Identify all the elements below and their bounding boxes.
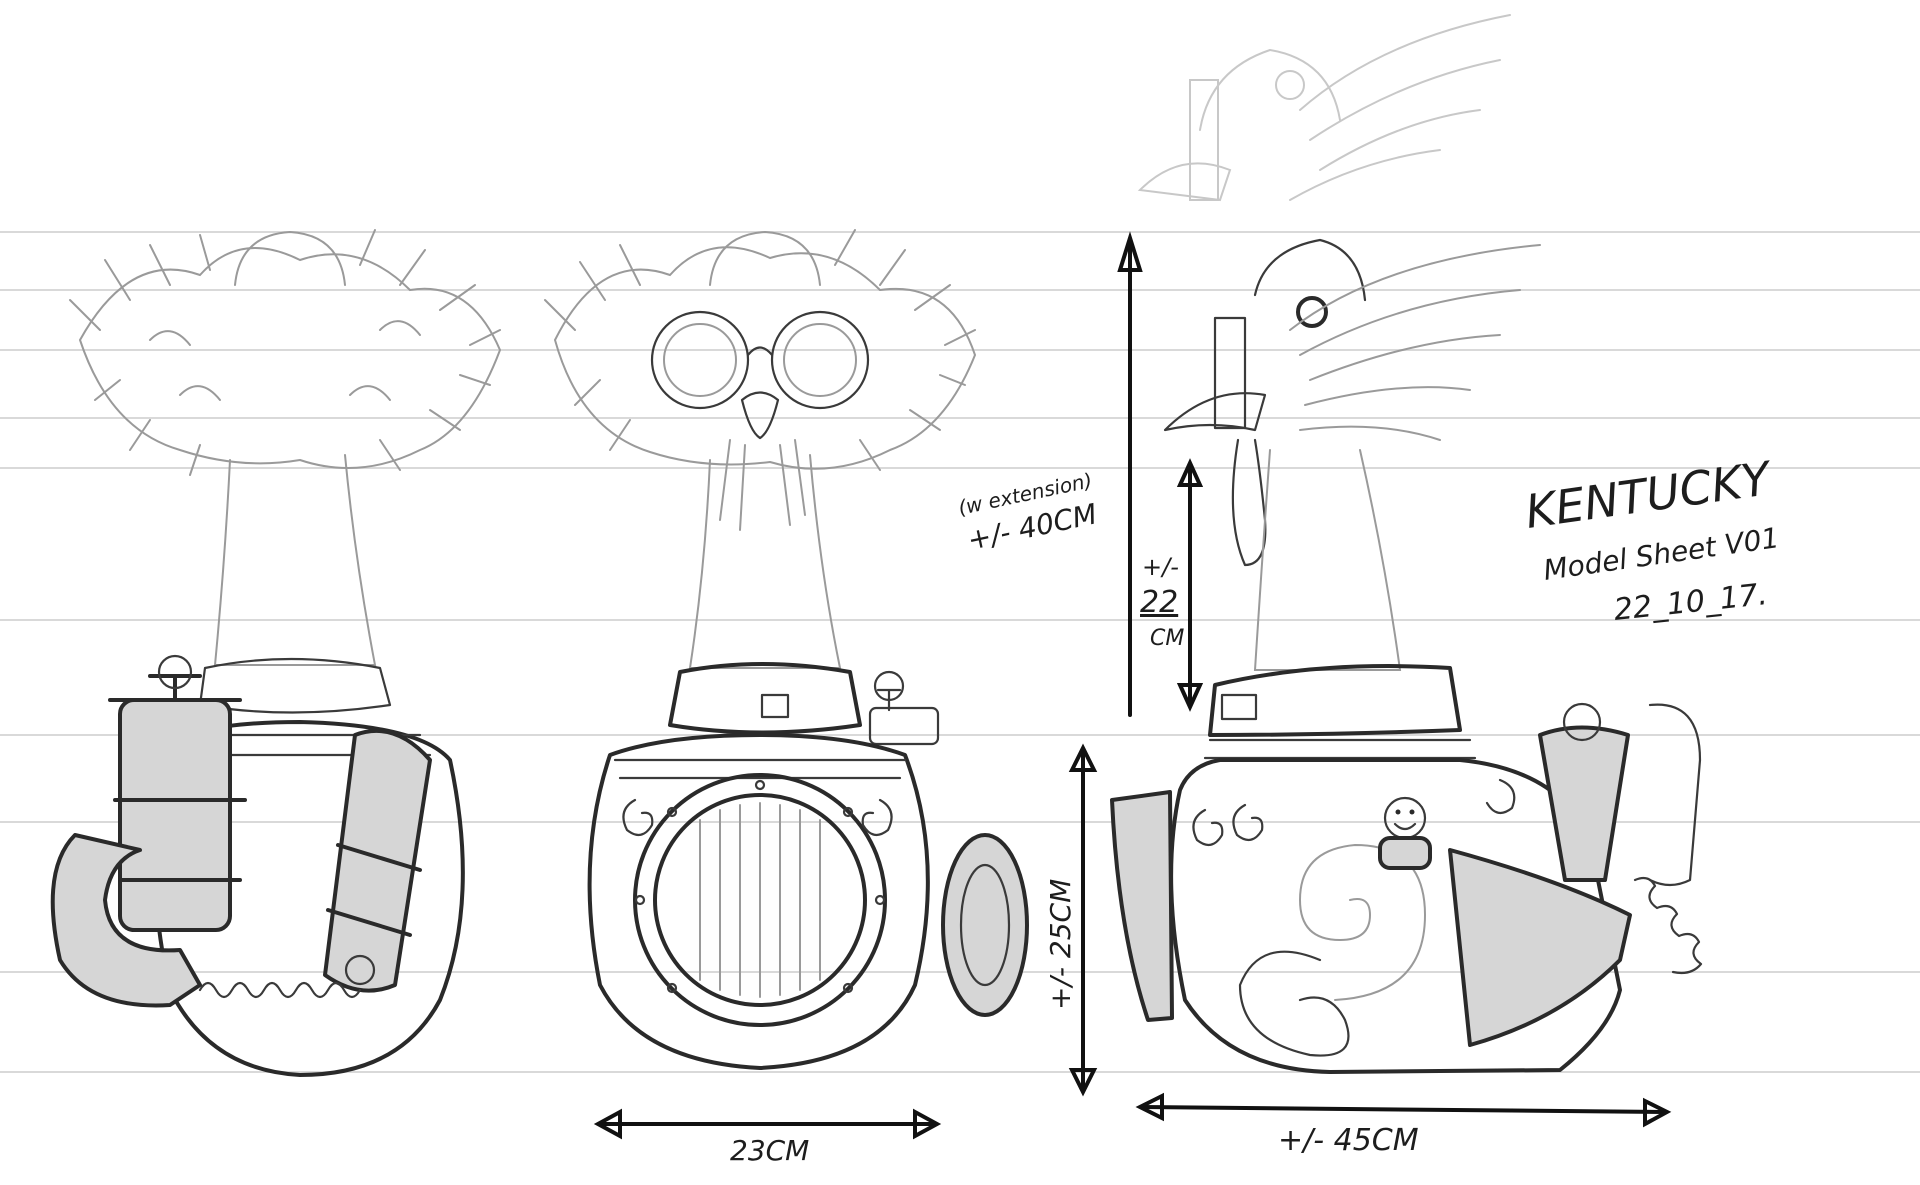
- back-view-left-tank: [108, 654, 247, 932]
- side-view-buckle: [1220, 693, 1258, 721]
- neck-height-label-2: 22: [1140, 585, 1178, 620]
- back-view-coil: [198, 981, 362, 999]
- front-view-scroll-left: [622, 798, 654, 837]
- side-view-smiley-badge: [1378, 796, 1432, 870]
- front-width-label: 23CM: [730, 1134, 809, 1167]
- side-view-rim: [1203, 738, 1477, 760]
- front-width-dimension: [593, 1108, 942, 1140]
- side-view-spiral: [1298, 843, 1427, 1001]
- front-view-scroll-right: [861, 798, 893, 837]
- back-view: [50, 229, 502, 1077]
- side-view-wattle: [1231, 438, 1267, 567]
- side-length-dimension: [1135, 1092, 1672, 1128]
- neck-height-dimension: [1176, 458, 1204, 712]
- side-height-dimension: [1068, 743, 1098, 1097]
- front-view-body: [587, 733, 930, 1070]
- side-view-helmet: [1253, 238, 1367, 302]
- front-view-beak: [740, 391, 780, 440]
- front-view-whiskers: [719, 439, 806, 531]
- side-view-body: [1169, 758, 1622, 1074]
- total-height-dimension: [1117, 231, 1143, 717]
- front-view-side-funnel-inner: [959, 863, 1011, 987]
- front-view-side-funnel: [941, 833, 1029, 1017]
- front-view-goggles: [650, 310, 870, 410]
- back-view-neck: [213, 454, 377, 666]
- back-view-elbow-pipe: [50, 833, 202, 1008]
- front-view-valve: [868, 670, 940, 746]
- side-view-curled-horn: [1238, 950, 1350, 1057]
- back-view-feathers: [69, 229, 502, 476]
- side-view-neck: [1253, 449, 1402, 671]
- front-view-rim: [613, 758, 907, 780]
- side-view-grill: [1213, 316, 1247, 430]
- side-height-label: +/- 25CM: [1044, 879, 1077, 1010]
- neck-height-label-3: CM: [1150, 626, 1184, 651]
- side-length-label: +/- 45CM: [1278, 1123, 1419, 1158]
- front-view-collar: [668, 662, 862, 735]
- side-view-ghost-sketch: [1137, 14, 1511, 202]
- side-view-right-tank: [1538, 702, 1702, 887]
- side-view: [1110, 14, 1703, 1074]
- side-view-scroll: [1192, 778, 1516, 847]
- side-view-front-horn: [1448, 848, 1632, 1047]
- side-view-rear-flap: [1110, 790, 1174, 1022]
- back-view-helmet: [234, 230, 346, 286]
- back-view-collar: [198, 657, 392, 714]
- side-view-beak: [1163, 392, 1267, 432]
- side-view-eye: [1296, 296, 1328, 328]
- side-view-feathers: [1289, 244, 1541, 441]
- side-view-hose: [1633, 876, 1703, 975]
- front-view-porthole: [633, 773, 887, 1027]
- back-view-right-tank: [323, 728, 432, 993]
- front-view-helmet: [709, 230, 821, 286]
- side-view-collar: [1208, 664, 1462, 737]
- neck-height-label-1: +/-: [1142, 553, 1179, 581]
- front-view: [544, 229, 1029, 1070]
- front-view-neck: [688, 454, 842, 669]
- front-view-buckle: [760, 693, 790, 719]
- front-view-feathers: [544, 229, 977, 471]
